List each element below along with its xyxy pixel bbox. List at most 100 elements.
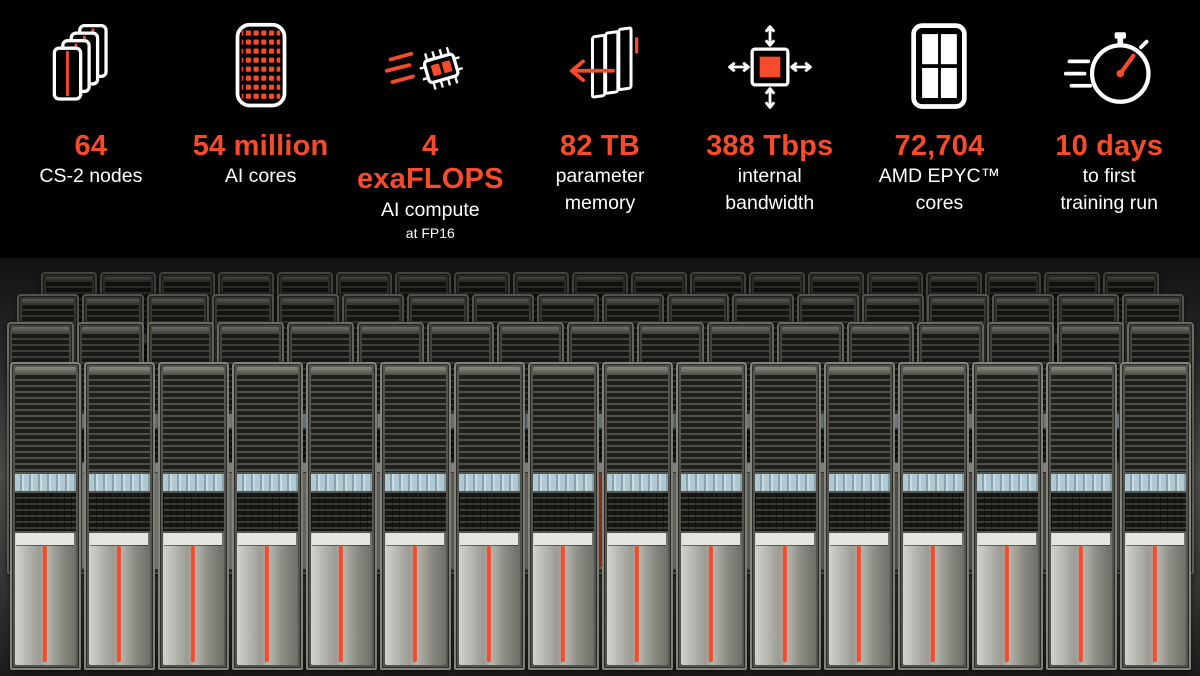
- rack-slats: [606, 374, 668, 472]
- stat-value: 10 days: [1055, 130, 1164, 162]
- rack-cap: [476, 299, 529, 303]
- rack-base: [902, 533, 964, 665]
- rack-slats: [310, 374, 372, 472]
- rack-cap: [571, 327, 629, 332]
- server-rack: [157, 362, 229, 670]
- server-rack: [453, 362, 525, 670]
- rack-blue: [458, 473, 520, 492]
- rack-base: [88, 533, 150, 665]
- ai-compute-icon: [383, 14, 477, 120]
- rack-cap: [458, 367, 520, 373]
- rack-blue: [754, 473, 816, 492]
- rack-cap: [164, 277, 210, 281]
- rack-slats: [88, 374, 150, 472]
- rack-cap: [518, 277, 564, 281]
- rack-cap: [236, 367, 298, 373]
- rack-slats: [828, 374, 890, 472]
- rack-grid: [310, 493, 372, 532]
- stat-line: memory: [564, 192, 636, 215]
- rack-cap: [931, 299, 984, 303]
- stat-line: cores: [915, 192, 964, 215]
- rack-cap: [996, 299, 1049, 303]
- rack-slats: [976, 374, 1038, 472]
- rack-cap: [1061, 299, 1114, 303]
- rack-grid: [1124, 493, 1186, 532]
- rack-base: [606, 533, 668, 665]
- stat-line: CS-2 nodes: [39, 165, 143, 188]
- stat-line: AMD EPYC™: [878, 165, 1001, 188]
- rack-slats: [754, 374, 816, 472]
- rack-grid: [1050, 493, 1112, 532]
- rack-cap: [754, 277, 800, 281]
- rack-cap: [1049, 277, 1095, 281]
- rack-slats: [680, 374, 742, 472]
- server-rack: [527, 362, 599, 670]
- stat-cs2-nodes: 64 CS-2 nodes: [6, 0, 176, 258]
- parameter-memory-icon: [553, 14, 647, 120]
- rack-blue: [1124, 473, 1186, 492]
- rack-blue: [14, 473, 76, 492]
- rack-cap: [902, 367, 964, 373]
- rack-cap: [411, 299, 464, 303]
- amd-epyc-cores-icon: [892, 14, 986, 120]
- rack-cap: [1126, 299, 1179, 303]
- rack-grid: [606, 493, 668, 532]
- stat-value: 72,704: [894, 130, 985, 162]
- rack-cap: [813, 277, 859, 281]
- rack-cap: [501, 327, 559, 332]
- rack-slats: [236, 374, 298, 472]
- rack-cap: [1061, 327, 1119, 332]
- stat-line: internal: [737, 165, 802, 188]
- rack-cap: [641, 327, 699, 332]
- rack-grid: [754, 493, 816, 532]
- rack-slats: [532, 374, 594, 472]
- stat-line: parameter: [555, 165, 645, 188]
- rack-cap: [990, 277, 1036, 281]
- stat-line: training run: [1060, 192, 1158, 215]
- rack-base: [162, 533, 224, 665]
- rack-base: [976, 533, 1038, 665]
- rack-base: [754, 533, 816, 665]
- server-rack: [9, 362, 81, 670]
- server-rack: [83, 362, 155, 670]
- rack-cap: [282, 277, 328, 281]
- rack-cap: [1124, 367, 1186, 373]
- server-rack: [1119, 362, 1191, 670]
- rack-cap: [541, 299, 594, 303]
- rack-blue: [310, 473, 372, 492]
- stat-training-time: 10 days to first training run: [1024, 0, 1194, 258]
- rack-cap: [851, 327, 909, 332]
- rack-blue: [828, 473, 890, 492]
- rack-cap: [86, 299, 139, 303]
- rack-cap: [88, 367, 150, 373]
- rack-cap: [921, 327, 979, 332]
- rack-cap: [801, 299, 854, 303]
- rack-base: [828, 533, 890, 665]
- server-rack: [749, 362, 821, 670]
- rack-slats: [1050, 374, 1112, 472]
- rack-cap: [81, 327, 139, 332]
- rack-slats: [1124, 374, 1186, 472]
- server-rack: [675, 362, 747, 670]
- stat-ai-cores: 54 million AI cores: [176, 0, 346, 258]
- stat-value: 64: [74, 130, 108, 162]
- rack-cap: [46, 277, 92, 281]
- stat-line: AI compute: [380, 198, 480, 221]
- rack-cap: [532, 367, 594, 373]
- rack-cap: [431, 327, 489, 332]
- stat-line: to first: [1082, 165, 1136, 188]
- rack-cap: [223, 277, 269, 281]
- rack-slats: [902, 374, 964, 472]
- rack-blue: [384, 473, 446, 492]
- rack-grid: [680, 493, 742, 532]
- stat-internal-bandwidth: 388 Tbps internal bandwidth: [685, 0, 855, 258]
- rack-grid: [384, 493, 446, 532]
- stat-amd-epyc-cores: 72,704 AMD EPYC™ cores: [855, 0, 1025, 258]
- rack-cap: [671, 299, 724, 303]
- rack-blue: [532, 473, 594, 492]
- rack-base: [236, 533, 298, 665]
- training-time-icon: [1062, 14, 1156, 120]
- rack-cap: [400, 277, 446, 281]
- rack-cap: [384, 367, 446, 373]
